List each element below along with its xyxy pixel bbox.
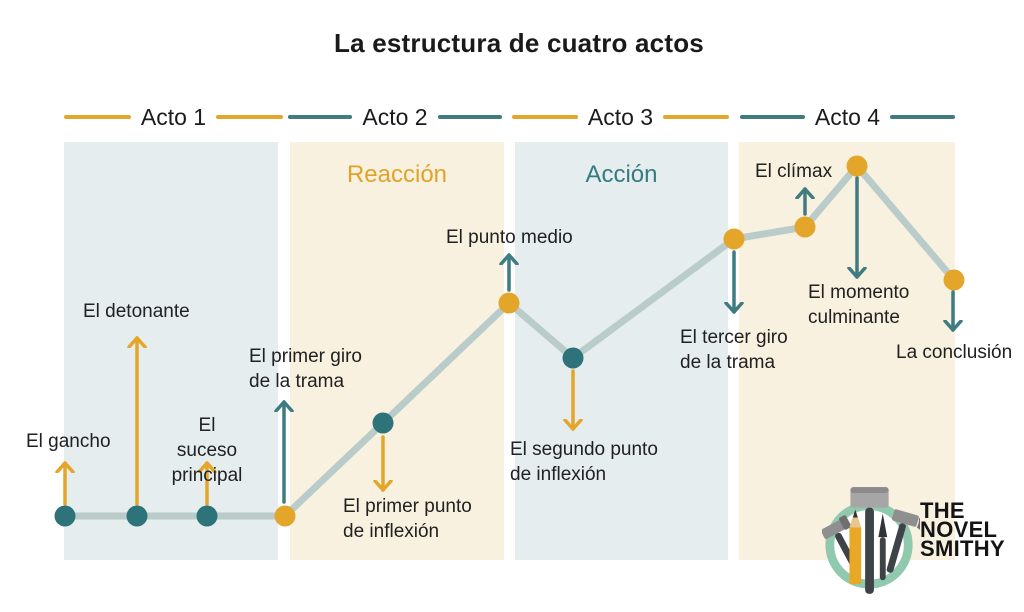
- act3-label: Acto 3: [587, 103, 654, 130]
- sledgehammer-icon: [850, 487, 889, 594]
- logo-word-the: THE: [920, 498, 965, 523]
- act4-label: Acto 4: [814, 103, 881, 130]
- beat-label-9: El momento culminante: [808, 282, 910, 328]
- story-beat-dot-6: [562, 347, 584, 369]
- act-header-4: Acto 4: [740, 104, 955, 130]
- beat-label-0: El gancho: [26, 431, 111, 452]
- act-header-3: Acto 3: [512, 104, 729, 130]
- story-beat-dot-1: [126, 505, 148, 527]
- beat-label-7: El tercer giro de la trama: [680, 327, 788, 373]
- act2-left-line: [288, 115, 353, 119]
- hammer-icon: [886, 509, 920, 573]
- zone-label-reaccion: Reacción: [346, 161, 448, 188]
- chisel-icon: [878, 513, 888, 581]
- act4-right-line: [890, 115, 955, 119]
- act1-right-line: [216, 115, 283, 119]
- beat-label-4: El primer punto de inflexión: [343, 496, 472, 542]
- story-beat-dot-9: [846, 155, 868, 177]
- beat-label-1: El detonante: [83, 301, 190, 322]
- beat-label-3: El primer giro de la trama: [249, 346, 362, 392]
- act1-label: Acto 1: [140, 103, 207, 130]
- act4-left-line: [740, 115, 805, 119]
- act2-label: Acto 2: [362, 103, 428, 130]
- novel-smithy-logo: THE NOVEL SMITHY: [822, 482, 1022, 602]
- beat-label-5: El punto medio: [446, 227, 573, 248]
- act4-band: [739, 142, 955, 560]
- act3-band: [515, 142, 728, 560]
- story-beat-dot-2: [196, 505, 218, 527]
- story-beat-dot-0: [54, 505, 76, 527]
- logo-word-smithy: SMITHY: [920, 536, 1005, 561]
- logo-wordmark: THE NOVEL SMITHY: [920, 498, 1005, 561]
- story-beat-dot-3: [274, 505, 296, 527]
- act2-right-line: [437, 115, 502, 119]
- act-header-1: Acto 1: [64, 104, 283, 130]
- story-beat-dot-5: [498, 292, 520, 314]
- act2-band: [290, 142, 504, 560]
- story-beat-dot-4: [372, 412, 394, 434]
- pencil-icon: [849, 509, 862, 585]
- story-beat-dot-10: [943, 269, 965, 291]
- story-beat-dot-8: [794, 216, 816, 238]
- act3-right-line: [663, 115, 729, 119]
- act-header-2: Acto 2: [288, 104, 502, 130]
- story-beat-dot-7: [723, 228, 745, 250]
- beat-label-6: El segundo punto de inflexión: [510, 439, 658, 485]
- act3-left-line: [512, 115, 578, 119]
- beat-label-8: El clímax: [755, 161, 833, 182]
- act1-band: [64, 142, 278, 560]
- beat-label-10: La conclusión: [896, 342, 1013, 363]
- page-title: La estructura de cuatro actos: [334, 28, 704, 58]
- beat-label-2: El suceso principal: [171, 415, 243, 486]
- zone-label-accion: Acción: [585, 161, 658, 188]
- novel-smithy-logo-icon: [822, 487, 920, 594]
- logo-word-novel: NOVEL: [920, 517, 998, 542]
- act1-left-line: [64, 115, 131, 119]
